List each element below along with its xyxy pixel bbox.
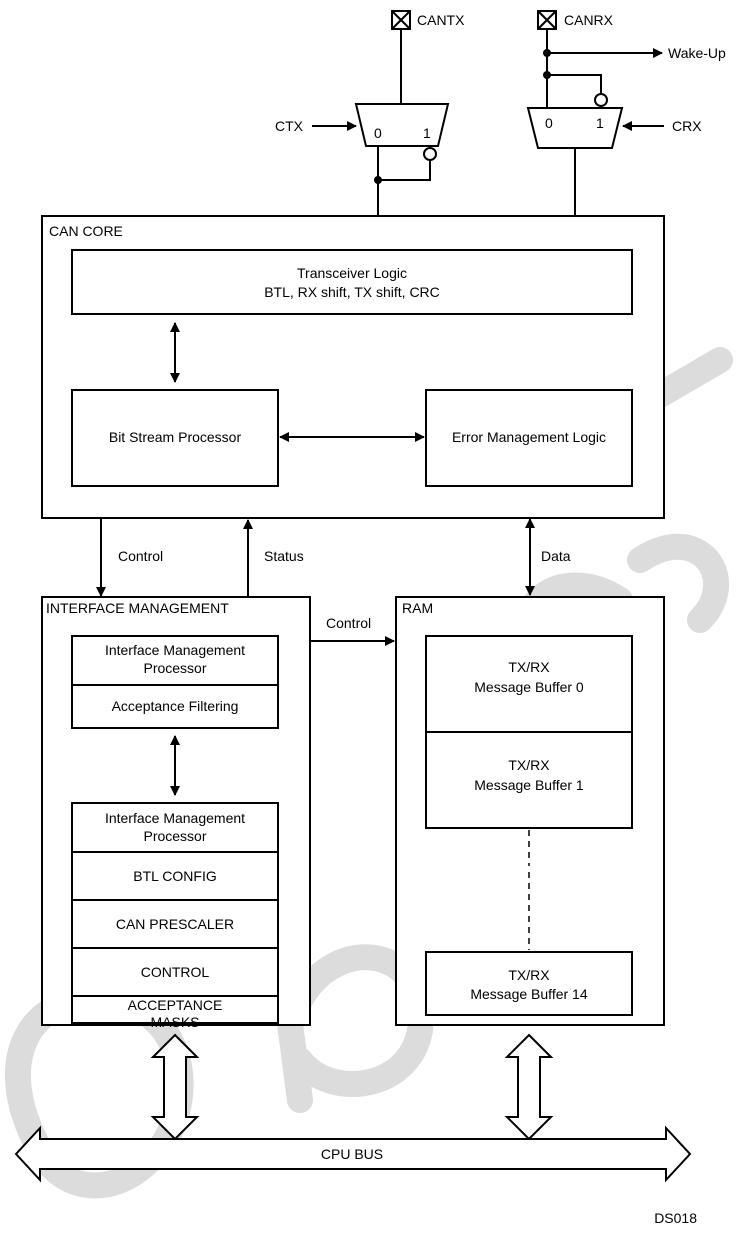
ram-title: RAM: [402, 600, 433, 616]
cantx-label: CANTX: [417, 12, 465, 28]
buffer14-line1: TX/RX: [508, 967, 550, 983]
can-core-title: CAN CORE: [49, 223, 123, 239]
buffer14-line2: Message Buffer 14: [470, 986, 587, 1002]
status-up-label: Status: [264, 548, 304, 564]
rx-mux-in0: 0: [545, 115, 553, 131]
crx-label: CRX: [672, 118, 702, 134]
rx-mux-in1: 1: [596, 115, 604, 131]
buffer1-line2: Message Buffer 1: [474, 777, 584, 793]
acceptance-masks-line1: ACCEPTANCE: [128, 997, 223, 1013]
figure-id: DS018: [654, 1210, 697, 1226]
control-register-label: CONTROL: [141, 964, 210, 980]
tx-invert-bubble: [423, 147, 437, 161]
imp-upper-line1: Interface Management: [105, 642, 245, 658]
transceiver-logic-block: [71, 249, 633, 315]
imp-upper-line2: Processor: [143, 660, 206, 676]
tx-feedback-wire: [378, 160, 431, 181]
acceptance-filtering-label: Acceptance Filtering: [112, 698, 239, 714]
rx-feedback-wire: [547, 74, 602, 94]
imp-lower-line1: Interface Management: [105, 810, 245, 826]
btl-config-label: BTL CONFIG: [133, 868, 217, 884]
rx-mux: [526, 107, 624, 149]
control-down-label: Control: [118, 548, 163, 564]
can-prescaler-label: CAN PRESCALER: [116, 916, 234, 932]
cantx-pin: [391, 10, 411, 30]
canrx-label: CANRX: [564, 12, 614, 28]
imp-lower-line2: Processor: [143, 828, 206, 844]
cpu-bus: [14, 1125, 692, 1183]
tx-mux-in1: 1: [423, 125, 431, 141]
message-buffer-14: [425, 951, 633, 1016]
error-mgmt-label: Error Management Logic: [452, 429, 606, 445]
bit-stream-processor-block: [71, 389, 279, 487]
canrx-pin: [537, 10, 557, 30]
data-label: Data: [541, 548, 571, 564]
buffer1-line1: TX/RX: [508, 757, 550, 773]
error-management-block: [425, 389, 633, 487]
interface-management-title: INTERFACE MANAGEMENT: [46, 600, 229, 616]
buffer0-line1: TX/RX: [508, 659, 550, 675]
tx-mux-in0: 0: [374, 125, 382, 141]
acceptance-masks-line2: MASKS: [150, 1014, 199, 1030]
buffer0-line2: Message Buffer 0: [474, 679, 584, 695]
tx-mux: [354, 103, 450, 147]
ram-bus-connector: [504, 1033, 554, 1141]
bit-stream-label: Bit Stream Processor: [109, 429, 242, 445]
wake-up-label: Wake-Up: [668, 45, 726, 61]
control-right-label: Control: [326, 615, 371, 631]
ctx-label: CTX: [275, 118, 304, 134]
interface-lower-stack: [71, 802, 279, 1024]
transceiver-subtitle: BTL, RX shift, TX shift, CRC: [264, 284, 440, 300]
rx-invert-bubble: [594, 93, 608, 107]
interface-upper-stack: [71, 635, 279, 729]
cpu-bus-label: CPU BUS: [321, 1146, 383, 1162]
transceiver-title: Transceiver Logic: [297, 265, 407, 281]
